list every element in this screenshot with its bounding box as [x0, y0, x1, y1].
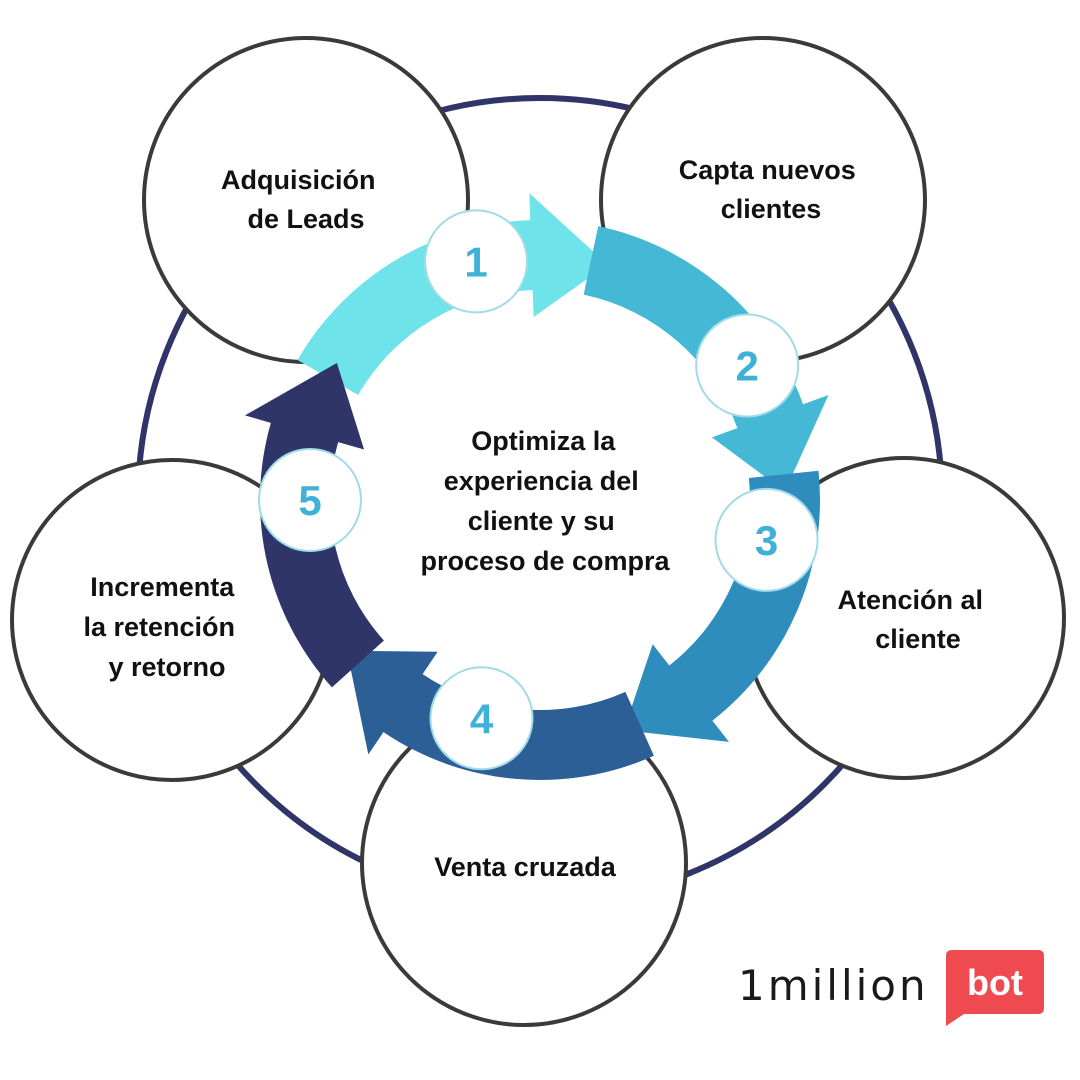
badge-5: 5 [258, 448, 362, 552]
svg-text:Incrementa la retención: Incrementa la retención y retorno [83, 572, 242, 682]
badge-3: 3 [714, 487, 819, 592]
step-1-label-line-2: de Leads [247, 204, 364, 234]
step-5-label-line-1: Incrementa [90, 572, 235, 602]
inner-disc [268, 228, 812, 772]
center-line-4: proceso de compra [420, 546, 670, 576]
step-2-label-line-1: Capta nuevos [679, 155, 856, 185]
brand-wordmark: 1million [738, 961, 929, 1010]
badge-2-number: 2 [736, 343, 759, 390]
step-circle-3: Atención al cliente [742, 456, 1066, 780]
brand-badge-text: bot [967, 962, 1023, 1003]
badge-1: 1 [424, 209, 529, 314]
step-1-label-line-1: Adquisición [221, 165, 376, 195]
step-4-label-line-1: Venta cruzada [434, 852, 617, 882]
step-5-label-line-2: la retención [83, 612, 235, 642]
badge-3-number: 3 [755, 517, 778, 564]
center-line-2: experiencia del [444, 466, 639, 496]
center-line-1: Optimiza la [471, 426, 616, 456]
badge-2: 2 [695, 313, 800, 418]
svg-text:Atención al cliente: Atención al cliente [837, 585, 990, 654]
svg-text:Adquisición de Leads: Adquisición de Leads [221, 165, 383, 234]
svg-text:Capta nuevos clientes: Capta nuevos clientes [679, 155, 864, 224]
badge-1-number: 1 [464, 238, 487, 285]
badge-4: 4 [429, 666, 534, 771]
svg-text:Venta cruzada: Venta cruzada [434, 852, 617, 882]
brand-logo: 1million bot [738, 950, 1044, 1026]
badge-4-number: 4 [470, 695, 494, 742]
step-2-label-line-2: clientes [721, 194, 822, 224]
step-3-label-line-1: Atención al [837, 585, 983, 615]
step-5-label-line-3: y retorno [108, 652, 225, 682]
step-3-label-line-2: cliente [875, 624, 961, 654]
brand-badge-shape [946, 950, 1044, 1026]
step-circle-5: Incrementa la retención y retorno [10, 458, 334, 782]
center-line-3: cliente y su [468, 506, 615, 536]
center-label: Optimiza la experiencia del cliente y su… [420, 426, 670, 576]
step-circle-4: Venta cruzada [360, 699, 688, 1027]
number-badges: 1 2 3 4 5 [258, 209, 819, 771]
badge-5-number: 5 [298, 477, 321, 524]
